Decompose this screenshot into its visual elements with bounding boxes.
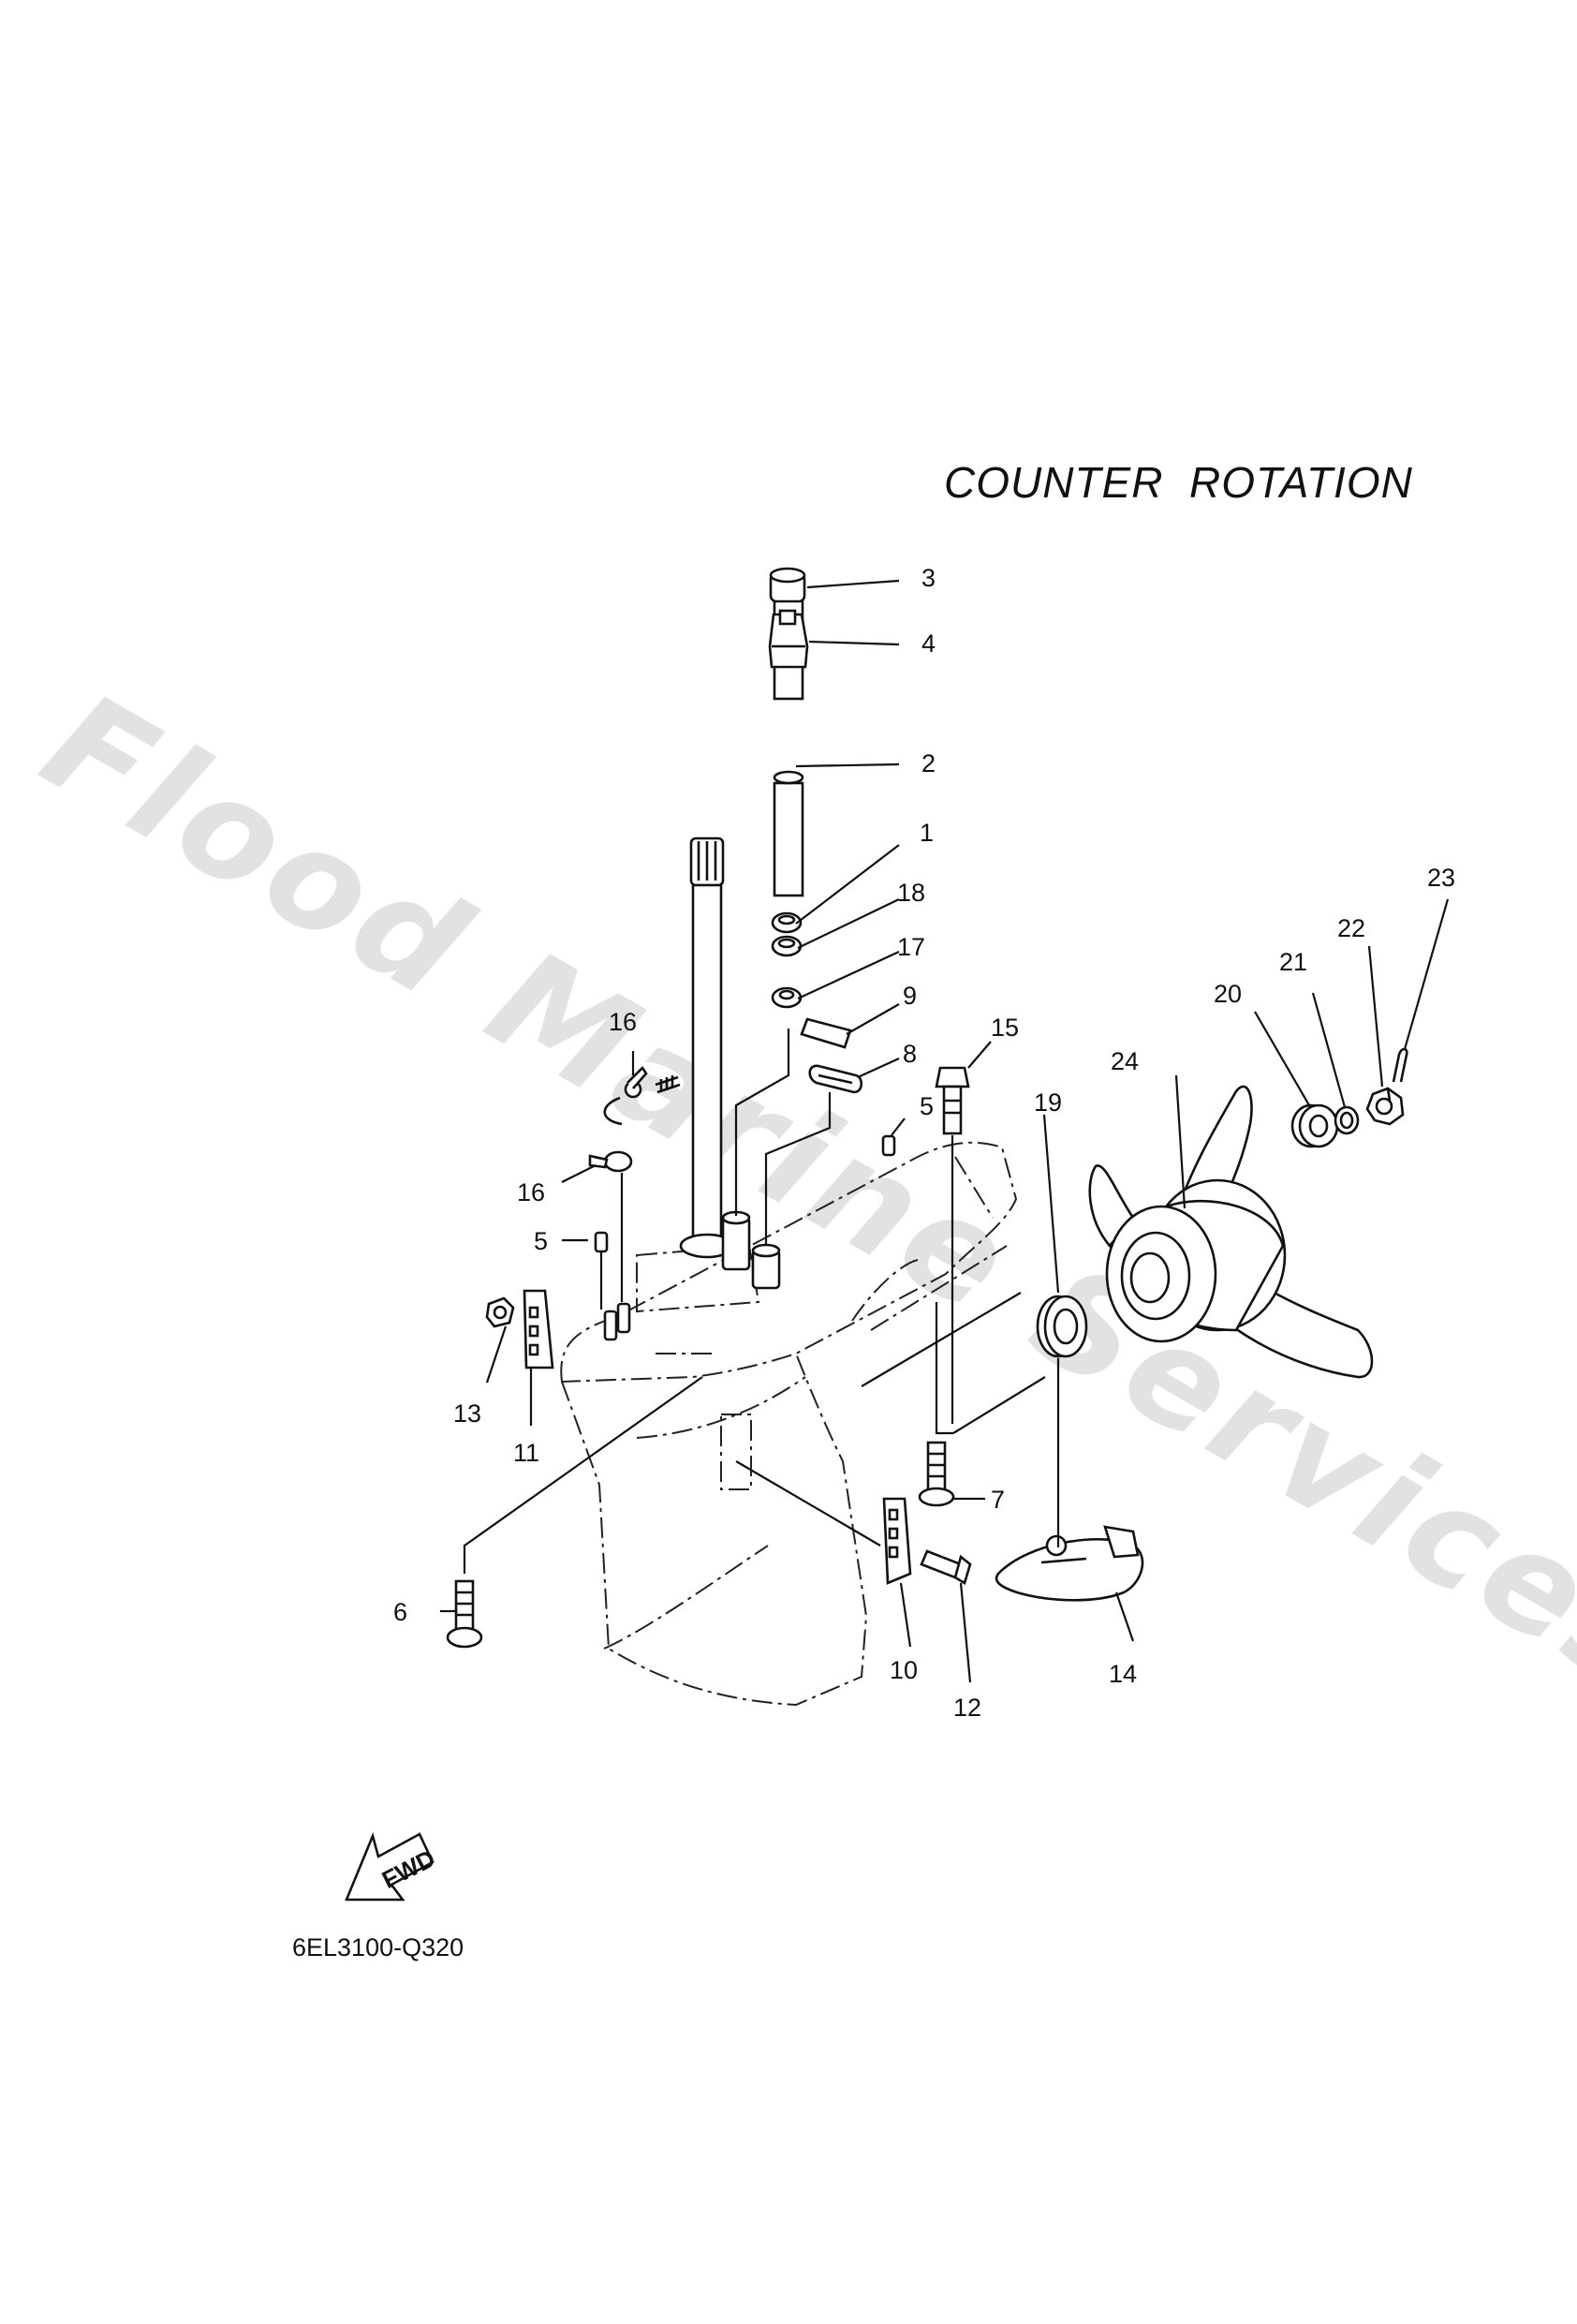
callout-16: 16	[517, 1178, 545, 1206]
seal-9	[800, 1017, 852, 1049]
anode-10	[882, 1497, 912, 1585]
bolt-15	[935, 1066, 970, 1135]
seal-18	[771, 935, 803, 957]
diagram-code: 6EL3100-Q320	[292, 1933, 464, 1961]
cotter-pin-23	[1392, 1047, 1408, 1083]
hose-clip-16-upper	[624, 1065, 681, 1099]
nut-13	[485, 1296, 515, 1328]
seal-1	[771, 911, 803, 934]
bolt-7	[918, 1441, 955, 1507]
callout-12: 12	[953, 1694, 981, 1722]
grommet-4	[768, 609, 809, 669]
callout-17: 17	[897, 933, 925, 961]
callout-11: 11	[513, 1439, 539, 1467]
seal-17	[771, 986, 803, 1009]
callout-20: 20	[1214, 980, 1242, 1008]
drive-shaft	[679, 836, 735, 1259]
callout-14: 14	[1109, 1660, 1137, 1688]
callout-9: 9	[903, 982, 917, 1010]
callout-18: 18	[897, 879, 925, 907]
callout-4: 4	[921, 629, 936, 658]
callout-21: 21	[1279, 948, 1307, 976]
callout-24: 24	[1111, 1047, 1139, 1075]
dowel-pin-5-left	[594, 1231, 609, 1253]
trim-tab-14	[995, 1525, 1144, 1602]
diagram-title: COUNTER ROTATION	[944, 458, 1413, 507]
callout-10: 10	[890, 1656, 918, 1684]
spacer-20	[1290, 1103, 1339, 1148]
callout-5: 5	[534, 1227, 548, 1255]
callout-19: 19	[1034, 1088, 1062, 1117]
bolt-6	[446, 1579, 483, 1649]
callout-6: 6	[393, 1598, 407, 1626]
leader-lines	[440, 579, 1450, 1683]
collar-3	[769, 567, 806, 603]
lower-case-housing	[560, 1141, 1018, 1707]
trim-tab-bracket-11	[523, 1289, 554, 1369]
callout-23: 23	[1427, 864, 1455, 892]
callout-2: 2	[921, 749, 936, 777]
anode-grid	[720, 1414, 752, 1490]
callout-7: 7	[991, 1486, 1005, 1514]
callout-1: 1	[920, 819, 934, 847]
thrust-hub-19	[1036, 1295, 1088, 1358]
callout-15: 15	[991, 1014, 1019, 1042]
callout-16: 16	[609, 1008, 637, 1036]
fwd-arrow: FWD	[345, 1831, 439, 1902]
washer-21	[1334, 1105, 1360, 1135]
seal-8	[808, 1064, 863, 1094]
dowel-pin-5-upper	[881, 1134, 896, 1157]
hose-clip-16-lower	[588, 1150, 633, 1173]
callout-5: 5	[920, 1092, 934, 1120]
prop-nut-22	[1365, 1087, 1405, 1126]
callout-22: 22	[1337, 914, 1365, 942]
callout-8: 8	[903, 1040, 917, 1068]
callout-3: 3	[921, 564, 936, 592]
propeller-24	[1088, 1085, 1374, 1379]
housing-boss	[721, 1210, 781, 1290]
callout-labels: 1234556789101112131415161617181920212223…	[393, 564, 1455, 1722]
callout-13: 13	[453, 1399, 481, 1428]
screw-12	[920, 1549, 972, 1585]
housing-screws	[603, 1302, 631, 1341]
hose	[603, 1096, 623, 1126]
